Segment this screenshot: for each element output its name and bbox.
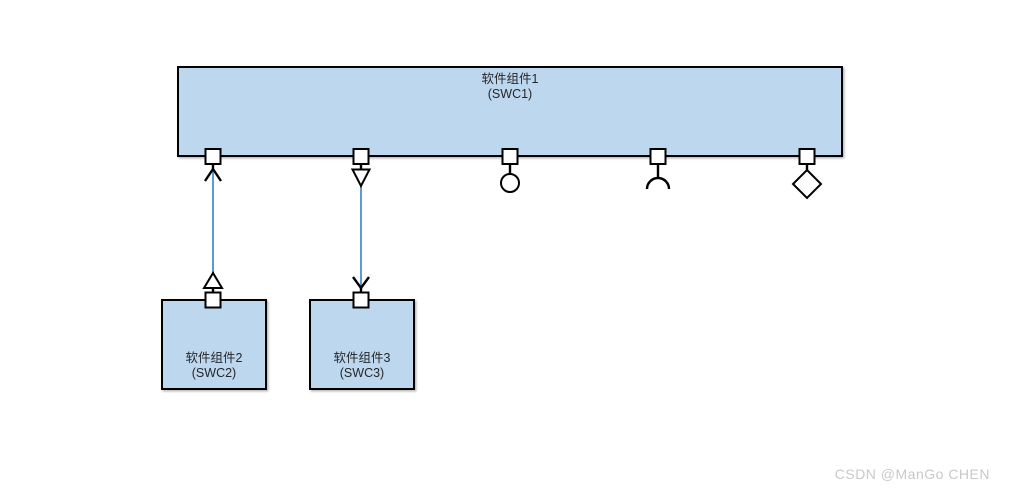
- component-swc1-sublabel: (SWC1): [487, 87, 533, 101]
- receiver-arrow-down-icon: [352, 276, 370, 292]
- component-swc3-label: 软件组件3: [333, 351, 391, 365]
- receiver-arrow-up-icon: [204, 165, 222, 182]
- component-swc2-sublabel: (SWC2): [191, 366, 237, 380]
- provided-interface-lollipop-icon: [500, 165, 520, 193]
- sender-triangle-down-icon: [350, 165, 372, 189]
- component-swc2-label: 软件组件2: [185, 351, 243, 365]
- swc1-port-4: [649, 148, 667, 165]
- watermark: CSDN @ManGo CHEN: [834, 466, 990, 482]
- swc1-port-2: [352, 148, 370, 165]
- swc1-port-1: [204, 148, 222, 165]
- diamond-port-icon: [791, 165, 823, 200]
- swc2-port-1: [204, 291, 222, 309]
- component-swc3-sublabel: (SWC3): [339, 366, 385, 380]
- component-swc3: 软件组件3 (SWC3): [309, 299, 415, 390]
- swc1-port-3: [501, 148, 519, 165]
- swc3-port-1: [352, 291, 370, 309]
- sender-triangle-up-icon: [202, 271, 224, 292]
- required-interface-socket-icon: [645, 165, 671, 190]
- component-swc1-label: 软件组件1: [481, 72, 539, 86]
- swc1-port-5: [798, 148, 816, 165]
- component-swc1: 软件组件1 (SWC1): [177, 66, 843, 157]
- component-swc2: 软件组件2 (SWC2): [161, 299, 267, 390]
